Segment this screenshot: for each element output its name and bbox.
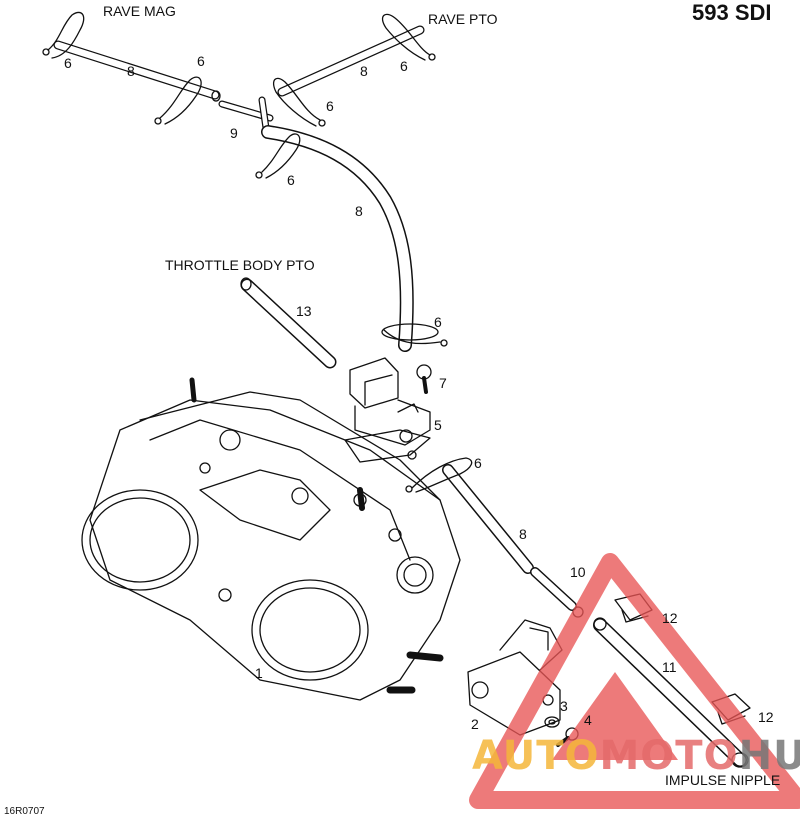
part-number-6: 6 — [474, 455, 482, 471]
part-number-4: 4 — [584, 712, 592, 728]
callout-impulse-nipple: IMPULSE NIPPLE — [665, 772, 781, 788]
clip-lower-hose — [405, 457, 473, 493]
clip-mid-hose — [381, 323, 448, 347]
part-number-1: 1 — [255, 665, 263, 681]
clip-upper-hose — [255, 133, 301, 179]
figure-reference: 16R0707 — [4, 806, 45, 817]
part-number-11: 11 — [662, 659, 677, 675]
part-number-13: 13 — [296, 303, 312, 319]
screw-7 — [416, 364, 432, 394]
part-number-8: 8 — [127, 63, 135, 79]
part-number-6: 6 — [326, 98, 334, 114]
hose-rave-mag — [53, 40, 221, 102]
part-number-6: 6 — [400, 58, 408, 74]
part-number-6: 6 — [434, 314, 442, 330]
clip-rave-mag — [42, 11, 85, 59]
part-number-12: 12 — [662, 610, 678, 626]
solenoid-valve — [344, 357, 431, 463]
washer-3 — [544, 716, 560, 728]
clip-mag-lower — [154, 76, 202, 125]
clip-pto-lower — [272, 77, 326, 127]
model-title: 593 SDI — [692, 0, 772, 25]
part-number-3: 3 — [560, 698, 568, 714]
hose-11 — [593, 617, 749, 768]
watermark-hub: HUB — [738, 733, 800, 779]
part-number-6: 6 — [64, 55, 72, 71]
part-number-10: 10 — [570, 564, 586, 580]
part-number-6: 6 — [197, 53, 205, 69]
part-number-8: 8 — [519, 526, 527, 542]
clip-rave-pto — [381, 13, 436, 61]
part-number-12: 12 — [758, 709, 774, 725]
watermark-auto: AUTO — [472, 733, 600, 779]
hose-13 — [240, 277, 337, 369]
watermark-text: AUTOMOTOHUB — [472, 733, 800, 779]
part-number-7: 7 — [439, 375, 447, 391]
throttle-body — [81, 377, 461, 701]
part-number-9: 9 — [230, 125, 238, 141]
callout-rave-pto: RAVE PTO — [428, 11, 498, 27]
watermark-triangle — [469, 553, 800, 809]
watermark-moto: MOTO — [599, 733, 739, 779]
callout-rave-mag: RAVE MAG — [103, 3, 176, 19]
hose-lower — [442, 464, 534, 574]
part-number-5: 5 — [434, 417, 442, 433]
t-fitting — [218, 96, 274, 132]
part-number-2: 2 — [471, 716, 479, 732]
part-number-8: 8 — [360, 63, 368, 79]
part-number-8: 8 — [355, 203, 363, 219]
hose-to-solenoid — [261, 125, 414, 352]
callout-throttle-body-pto: THROTTLE BODY PTO — [165, 257, 315, 273]
part-number-6: 6 — [287, 172, 295, 188]
